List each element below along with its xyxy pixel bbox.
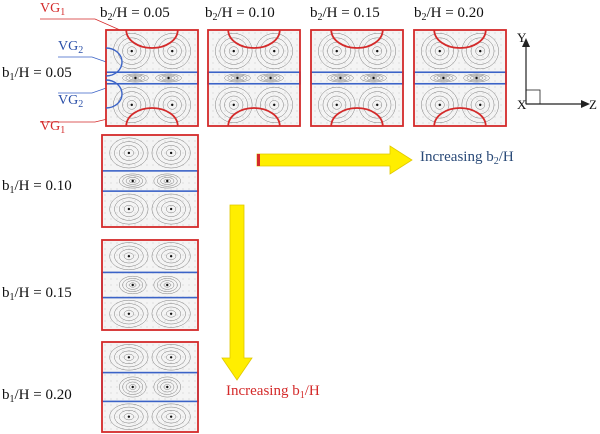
row-label-b1-020: b1/H = 0.20 [2,387,72,405]
column-label-b2-015: b2/H = 0.15 [310,5,380,23]
row-label-b1-010: b1/H = 0.10 [2,178,72,196]
vertical-arrow [221,204,253,381]
column-label-b2-020: b2/H = 0.20 [414,5,484,23]
vg1-label-top: VG1 [40,1,66,18]
coordinate-axes [522,38,590,108]
vg2-side-arcs [105,47,123,109]
axis-label-x: X [517,97,527,112]
axis-label-z: Z [589,97,597,112]
vg2-callout-bottom [58,85,113,94]
vg1-callout-top [40,18,121,31]
flow-panel-row1-col1 [105,29,199,127]
column-label-b2-010: b2/H = 0.10 [205,5,275,23]
flow-panel-row1-col4 [413,29,507,127]
flow-panel-row2-col1 [101,134,199,228]
flow-panel-row1-col2 [207,29,301,127]
vg2-label-bottom: VG2 [58,93,84,110]
vg2-label-top: VG2 [58,39,84,56]
horizontal-arrow [256,145,413,175]
flow-panel-row1-col3 [310,29,404,127]
flow-panel-row4-col1 [101,341,199,433]
vg1-label-bottom: VG1 [40,119,66,136]
column-label-b2-005: b2/H = 0.05 [100,5,170,23]
increasing-b2-label: Increasing b2/H [420,149,514,167]
vg2-callout-top [58,56,113,65]
axis-label-y: Y [517,30,527,45]
flow-panel-row3-col1 [101,239,199,331]
increasing-b1-label: Increasing b1/H [226,383,320,401]
row-label-b1-015: b1/H = 0.15 [2,285,72,303]
row-label-b1-005: b1/H = 0.05 [2,65,72,83]
